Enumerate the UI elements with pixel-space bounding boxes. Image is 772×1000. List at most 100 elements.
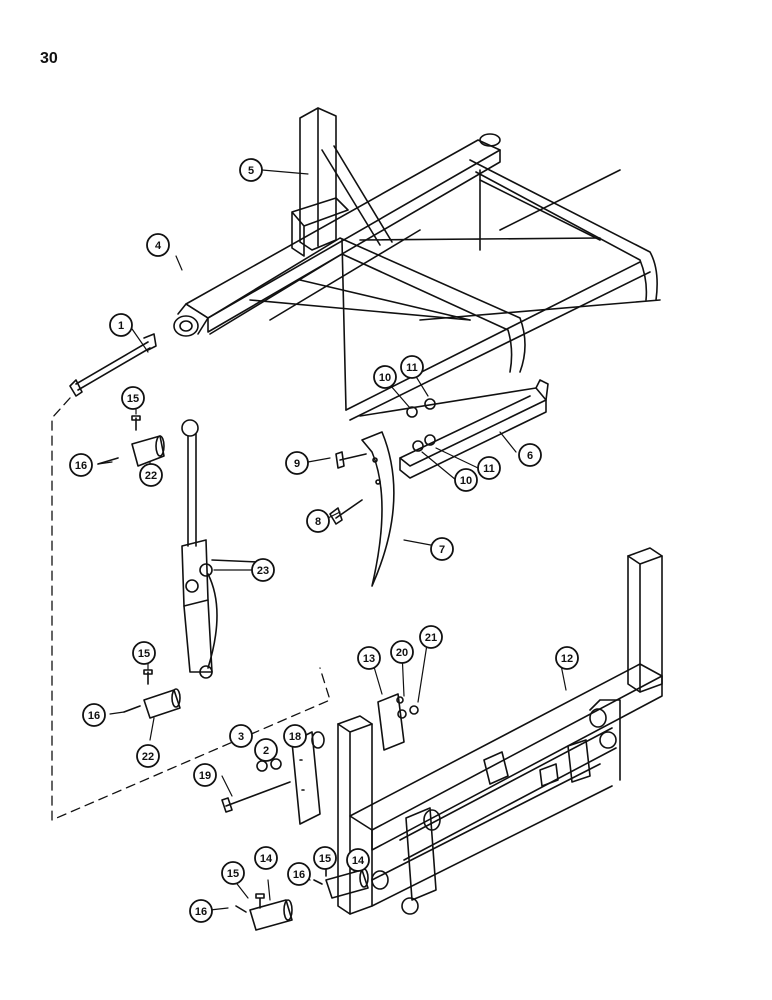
callout-number: 20 <box>396 647 408 659</box>
callout-circle <box>390 640 414 664</box>
callout-c22b: 22 <box>136 744 160 768</box>
callout-number: 5 <box>248 165 254 177</box>
callout-number: 16 <box>195 906 207 918</box>
callout-c6: 6 <box>518 443 542 467</box>
callout-circle <box>221 861 245 885</box>
callout-circle <box>146 233 170 257</box>
plate-13 <box>377 693 419 751</box>
callout-c1: 1 <box>109 313 133 337</box>
callout-c11b: 11 <box>477 456 501 480</box>
upper-pin-assembly <box>97 415 165 467</box>
callout-number: 2 <box>263 745 269 757</box>
tine-hardware <box>329 398 436 525</box>
callout-circle <box>251 558 275 582</box>
callout-circle <box>346 848 370 872</box>
callout-circle <box>400 355 424 379</box>
callout-number: 15 <box>138 648 150 660</box>
callout-c22a: 22 <box>139 463 163 487</box>
callout-circle <box>283 724 307 748</box>
callout-number: 7 <box>439 544 445 556</box>
callout-circle <box>555 646 579 670</box>
callout-c21: 21 <box>419 625 443 649</box>
callout-c10b: 10 <box>454 468 478 492</box>
callout-c16c: 16 <box>189 899 213 923</box>
callout-c20: 20 <box>390 640 414 664</box>
dashed-link <box>51 397 331 821</box>
callout-number: 23 <box>257 565 269 577</box>
callout-number: 11 <box>406 362 418 374</box>
callout-c14a: 14 <box>254 846 278 870</box>
callout-circle <box>518 443 542 467</box>
callout-circle <box>477 456 501 480</box>
callout-number: 22 <box>145 470 157 482</box>
callout-circle <box>313 846 337 870</box>
callout-number: 4 <box>155 240 162 252</box>
callout-c11a: 11 <box>400 355 424 379</box>
callout-number: 12 <box>561 653 573 665</box>
leader-lines <box>97 169 567 911</box>
callout-number: 9 <box>294 458 300 470</box>
callout-c7: 7 <box>430 537 454 561</box>
callout-c8: 8 <box>306 509 330 533</box>
callout-number: 13 <box>363 653 375 665</box>
callout-circle <box>287 862 311 886</box>
callout-circle <box>193 763 217 787</box>
callout-number: 11 <box>483 463 495 475</box>
callout-c2: 2 <box>254 738 278 762</box>
callout-circle <box>306 509 330 533</box>
callout-c15a: 15 <box>121 386 145 410</box>
tine-bar <box>359 379 549 479</box>
callout-c9: 9 <box>285 451 309 475</box>
callout-number: 21 <box>425 632 437 644</box>
callout-c23: 23 <box>251 558 275 582</box>
callout-c16d: 16 <box>287 862 311 886</box>
callout-number: 15 <box>227 868 239 880</box>
callout-c4: 4 <box>146 233 170 257</box>
tine <box>361 431 395 587</box>
callout-circle <box>357 646 381 670</box>
callout-number: 6 <box>527 450 533 462</box>
callout-number: 15 <box>319 853 331 865</box>
callout-c13: 13 <box>357 646 381 670</box>
callout-number: 16 <box>75 460 87 472</box>
callout-number: 14 <box>260 853 273 865</box>
mounting-frame <box>337 547 663 915</box>
callout-number: 16 <box>88 710 100 722</box>
callout-circle <box>121 386 145 410</box>
callout-circle <box>254 738 278 762</box>
callout-number: 22 <box>142 751 154 763</box>
callout-c16a: 16 <box>69 453 93 477</box>
hydraulic-cylinder <box>181 419 259 679</box>
callout-c16b: 16 <box>82 703 106 727</box>
callout-c15d: 15 <box>313 846 337 870</box>
callout-circle <box>454 468 478 492</box>
callout-circle <box>69 453 93 477</box>
callout-number: 18 <box>289 731 301 743</box>
callout-circle <box>82 703 106 727</box>
callout-circle <box>229 724 253 748</box>
pin-1 <box>69 333 157 397</box>
callout-number: 19 <box>199 770 211 782</box>
callout-circle <box>254 846 278 870</box>
callout-circle <box>419 625 443 649</box>
lower-pin-assembly <box>123 669 181 719</box>
callout-number: 10 <box>379 372 391 384</box>
callout-circle <box>285 451 309 475</box>
callout-number: 8 <box>315 516 321 528</box>
callout-c10a: 10 <box>373 365 397 389</box>
callout-c5: 5 <box>239 158 263 182</box>
callout-number: 1 <box>118 320 124 332</box>
upper-frame <box>173 107 661 421</box>
callout-circle <box>139 463 163 487</box>
callout-c12: 12 <box>555 646 579 670</box>
callout-c3: 3 <box>229 724 253 748</box>
callout-circle <box>189 899 213 923</box>
callout-number: 16 <box>293 869 305 881</box>
callout-circle <box>373 365 397 389</box>
callout-circle <box>109 313 133 337</box>
callout-c15b: 15 <box>132 641 156 665</box>
callout-circle <box>239 158 263 182</box>
callout-circle <box>132 641 156 665</box>
callout-circle <box>136 744 160 768</box>
